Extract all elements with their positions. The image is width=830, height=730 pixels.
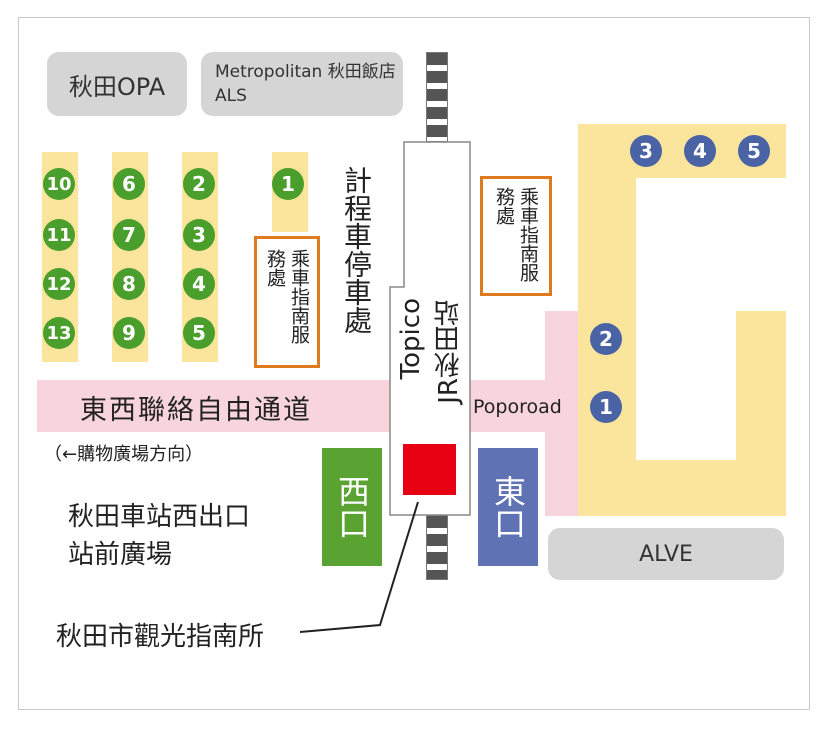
west-plaza-label: 秋田車站西出口 站前廣場 — [68, 498, 250, 574]
west-stop-2: 2 — [183, 168, 215, 200]
building-akita-opa: 秋田OPA — [47, 52, 187, 116]
west-plaza-line2: 站前廣場 — [68, 540, 173, 570]
west-stop-3: 3 — [183, 219, 215, 251]
building-akita-opa-label: 秋田OPA — [68, 72, 166, 101]
east-stop-5: 5 — [738, 135, 770, 167]
station-topico-label: Topico — [396, 298, 426, 380]
poporoad-label: Poporoad — [473, 396, 562, 418]
west-stop-6: 6 — [113, 168, 145, 200]
building-metropolitan-line2: ALS — [215, 86, 247, 106]
shopping-direction-label: （←購物廣場方向） — [44, 444, 204, 465]
boarding-office-east-label: 乘車指南服務處 — [493, 187, 539, 282]
west-stop-1: 1 — [272, 168, 304, 200]
boarding-office-west: 乘車指南服務處 — [254, 236, 320, 368]
building-metropolitan: Metropolitan 秋田飯店 ALS — [201, 52, 403, 116]
east-stop-1: 1 — [590, 391, 622, 423]
tourist-info-label: 秋田市觀光指南所 — [56, 622, 265, 652]
west-stop-4: 4 — [183, 268, 215, 300]
map-frame — [18, 17, 810, 710]
building-alve: ALVE — [548, 528, 784, 580]
west-stop-9: 9 — [113, 317, 145, 349]
west-stop-10: 10 — [43, 168, 75, 200]
east-stop-3: 3 — [630, 135, 662, 167]
west-stop-11: 11 — [43, 219, 75, 251]
east-stop-area-left — [578, 124, 636, 516]
station-jr-label: JR秋田站 — [434, 300, 464, 404]
east-exit-label: 東口 — [489, 475, 527, 539]
west-stop-13: 13 — [43, 317, 75, 349]
west-plaza-line1: 秋田車站西出口 — [68, 502, 251, 532]
west-exit-label: 西口 — [333, 475, 371, 539]
east-exit: 東口 — [478, 448, 538, 566]
west-stop-8: 8 — [113, 268, 145, 300]
boarding-office-east: 乘車指南服務處 — [480, 176, 552, 296]
east-stop-4: 4 — [684, 135, 716, 167]
taxi-stand-label: 計程車停車處 — [340, 166, 373, 334]
tourist-info-marker — [403, 444, 456, 495]
boarding-office-west-label: 乘車指南服務處 — [264, 249, 310, 344]
tourist-info-leader-line — [299, 501, 419, 633]
east-stop-area-right — [736, 311, 786, 516]
west-stop-12: 12 — [43, 268, 75, 300]
west-stop-7: 7 — [113, 219, 145, 251]
free-passage-label: 東西聯絡自由通道 — [80, 395, 312, 426]
west-exit: 西口 — [322, 448, 382, 566]
east-stop-2: 2 — [590, 323, 622, 355]
building-metropolitan-line1: Metropolitan 秋田飯店 — [215, 62, 396, 82]
west-stop-5: 5 — [183, 317, 215, 349]
building-alve-label: ALVE — [639, 541, 693, 567]
